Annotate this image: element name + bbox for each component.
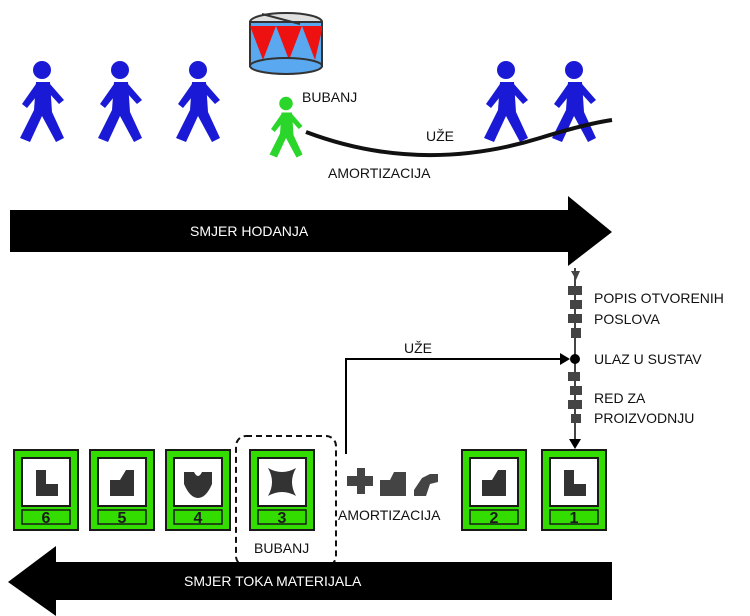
step-label-release: ULAZ U SUSTAV [594,351,702,367]
rope-flow-line [345,358,566,454]
station-number: 1 [570,510,579,527]
rope-line [305,118,613,158]
step-block-icon [380,472,406,496]
station-number: 4 [194,510,203,527]
buffer-inventory [347,468,438,496]
material-flow-arrow [8,546,612,616]
cross-block-icon [347,468,373,494]
buffer-label: AMORTIZACIJA [328,165,431,181]
walker-1 [20,61,64,142]
walker-3 [176,61,220,142]
station-1 [541,449,607,531]
material-flow-label: SMJER TOKA MATERIJALA [184,573,362,589]
angle-block-icon [414,474,438,496]
station-number: 3 [278,510,287,527]
buffer-flow-label: AMORTIZACIJA [338,507,441,523]
station-4 [165,449,231,531]
station-5 [89,449,155,531]
station-2 [461,449,527,531]
curved-block-icon [268,468,296,496]
walker-4 [484,61,528,142]
l-block-icon [36,470,58,496]
rope-flow-label: UŽE [404,340,432,356]
release-point [570,354,580,364]
step-label-queue-line-2: PROIZVODNJU [594,410,695,426]
station-number: 2 [490,510,499,527]
drum-label: BUBANJ [302,89,358,105]
step-label-open-jobs-line-1: POPIS OTVORENIH [594,290,724,306]
step-label-queue-line-1: RED ZA [594,390,646,406]
release-arrowhead [569,439,581,449]
station-3-bottleneck [249,449,315,531]
step-label-open-jobs-line-2: POSLOVA [594,311,660,327]
drum-flow-label: BUBANJ [254,540,310,556]
drum-icon [249,12,323,75]
station-number: 6 [42,510,51,527]
walking-direction-label: SMJER HODANJA [190,223,309,239]
walking-direction-arrow [10,196,612,266]
notched-block-icon [184,472,212,498]
l-block-icon [564,470,586,496]
rope-flow-arrowhead [560,353,570,365]
rope-label: UŽE [426,128,454,144]
slant-block-icon [110,470,134,496]
station-6 [13,449,79,531]
station-number: 5 [118,510,127,527]
slant-block-icon [482,470,506,496]
walker-2 [98,61,142,142]
drum-walker [269,96,303,158]
